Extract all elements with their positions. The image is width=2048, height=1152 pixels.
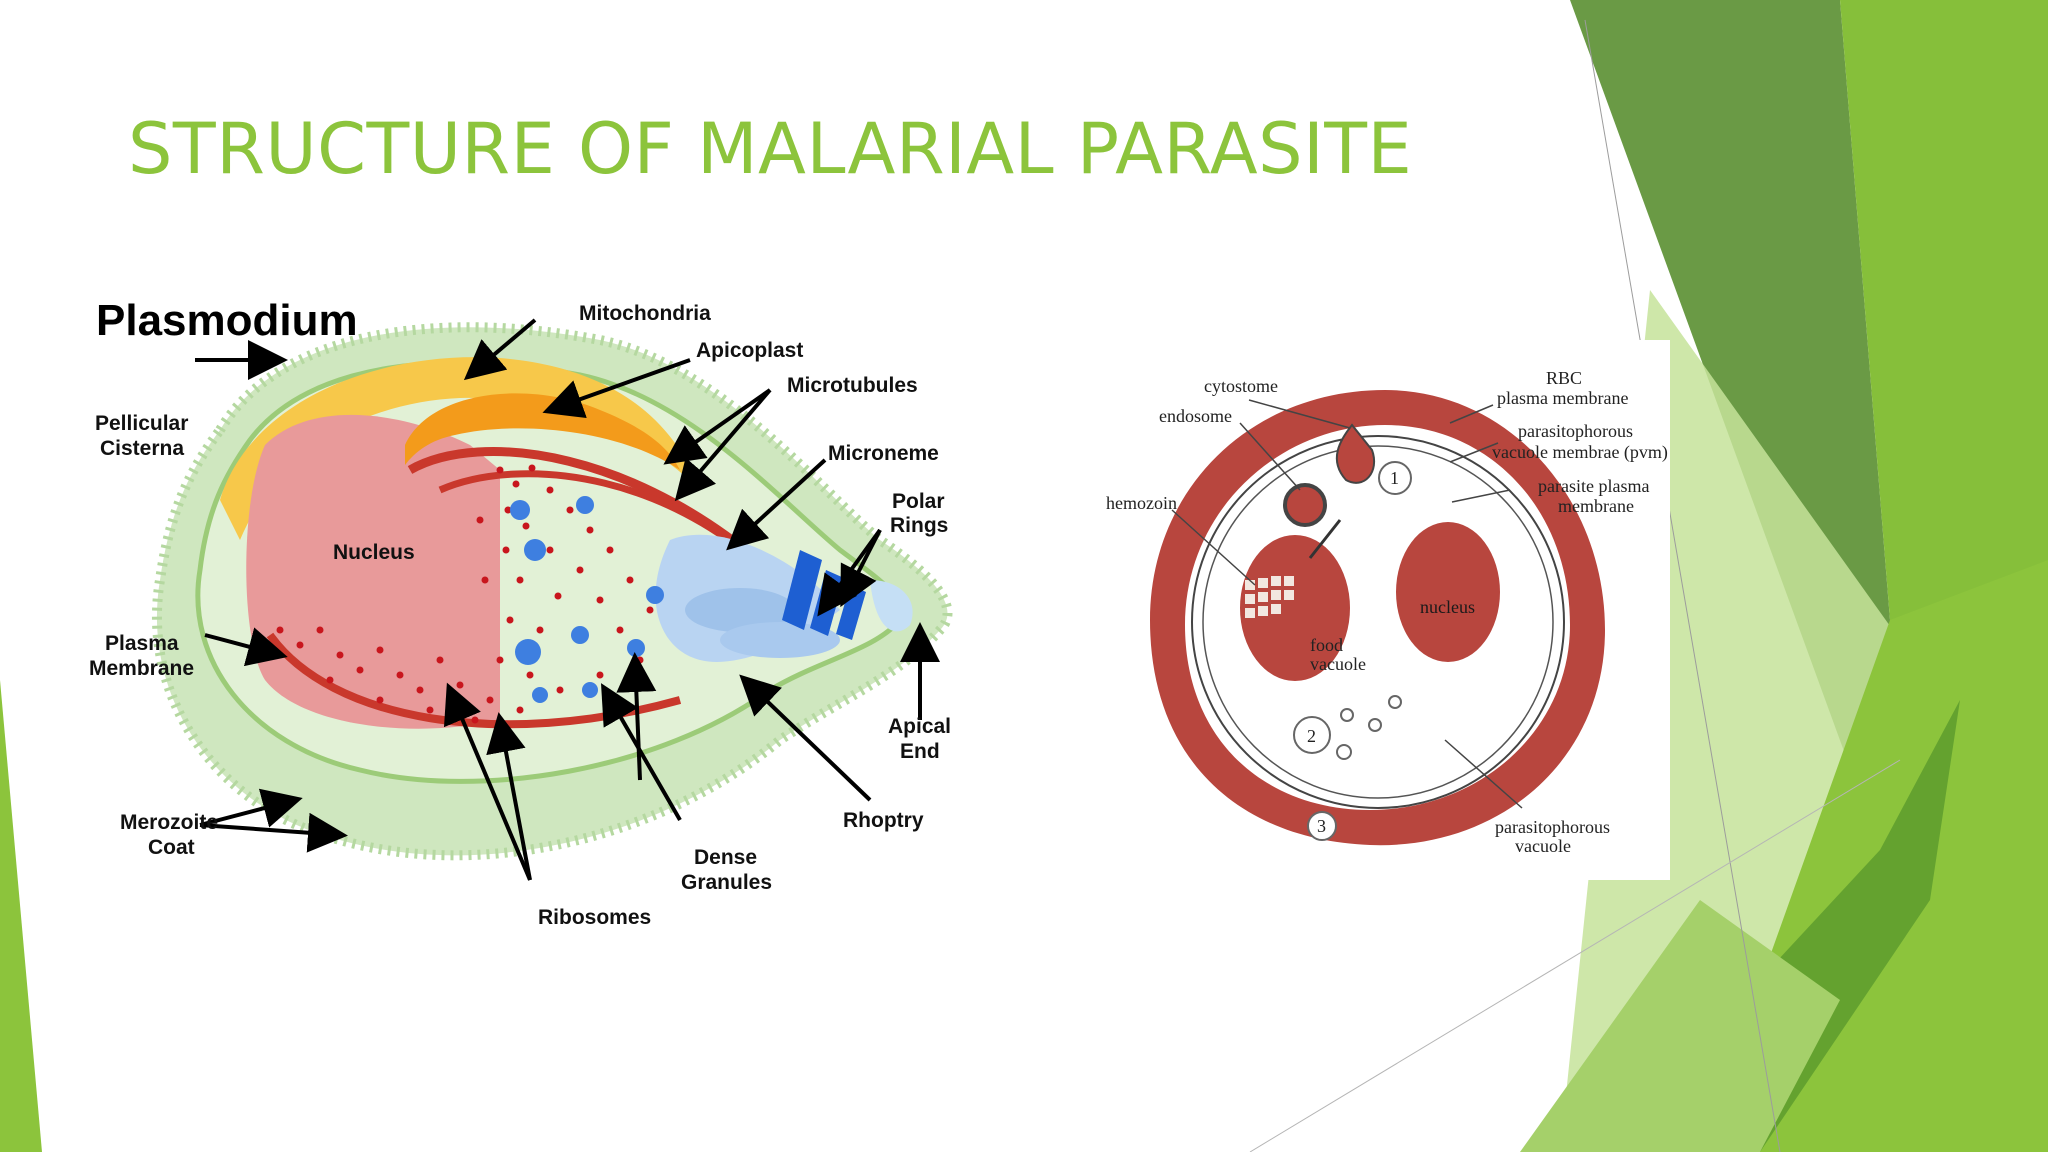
plasmodium-diagram: Plasmodium <box>89 296 953 929</box>
label-microtubules: Microtubules <box>787 374 918 397</box>
label-mitochondria: Mitochondria <box>579 302 711 325</box>
vesicle-3 <box>1388 695 1402 709</box>
apical-tip <box>870 580 913 632</box>
hemozoin <box>1245 576 1294 618</box>
food-vacuole <box>1240 535 1350 681</box>
arrow-apicoplast <box>542 358 691 419</box>
arrow-rhoptry <box>739 674 872 802</box>
endosome-arrow <box>1308 519 1342 559</box>
label-ppm-2: membrane <box>1558 496 1634 516</box>
label-dense-granules-2: Granules <box>681 871 772 894</box>
parasite-plasma-membrane <box>1202 445 1554 799</box>
arrow-dense-2 <box>616 652 657 781</box>
microneme-2 <box>720 622 840 658</box>
nucleus <box>246 414 500 729</box>
microneme <box>685 588 795 632</box>
label-dense-granules-1: Dense <box>694 846 757 869</box>
plasmodium-heading: Plasmodium <box>96 296 358 345</box>
arrow-microtubules-2 <box>674 388 772 502</box>
dense-granules <box>510 496 664 703</box>
label-merozoite-coat-1: Merozoite <box>120 811 218 834</box>
feature-2-circle <box>1293 716 1331 754</box>
label-pvm-2: vacuole membrae (pvm) <box>1492 442 1668 463</box>
arrow-ribosomes-2 <box>486 712 532 881</box>
label-microneme: Microneme <box>828 442 939 465</box>
label-merozoite-coat-2: Coat <box>148 836 195 859</box>
label-endosome: endosome <box>1159 406 1232 426</box>
label-rbc-pm-2: plasma membrane <box>1497 388 1628 408</box>
label-apical-end-2: End <box>900 740 940 763</box>
arrow-plasma <box>204 627 288 667</box>
vesicle-2 <box>1368 718 1382 732</box>
slide-title: STRUCTURE OF MALARIAL PARASITE <box>128 108 1413 190</box>
arrow-coat-2 <box>199 812 348 853</box>
label-num-2: 2 <box>1307 726 1316 746</box>
label-arrows <box>195 318 940 881</box>
label-ribosomes: Ribosomes <box>538 906 651 929</box>
label-polar-rings-1: Polar <box>892 490 945 513</box>
label-food-vacuole-1: food <box>1310 635 1343 655</box>
arrow-microtubules-1 <box>663 388 772 465</box>
rbc-parasite-diagram: cytostome endosome hemozoin RBC plasma m… <box>1100 340 1670 880</box>
label-apical-end-1: Apical <box>888 715 951 738</box>
label-plasma-membrane-2: Membrane <box>89 657 194 680</box>
feature-1-circle <box>1378 461 1412 495</box>
cytostome <box>1335 423 1376 484</box>
label-hemozoin: hemozoin <box>1106 493 1177 513</box>
apicoplast <box>405 393 680 470</box>
vesicle-4 <box>1336 744 1352 760</box>
arrow-mitochondria <box>463 318 537 381</box>
deco-line-2 <box>1249 759 1901 1152</box>
arrow-polar-2 <box>840 529 882 608</box>
label-apicoplast: Apicoplast <box>696 339 803 362</box>
label-rhoptry: Rhoptry <box>843 809 924 832</box>
polar-ring-1 <box>782 550 822 630</box>
label-pv-2: vacuole <box>1515 836 1571 856</box>
label-cytostome: cytostome <box>1204 376 1278 396</box>
label-pellicular-cisterna-2: Cisterna <box>100 437 184 460</box>
arrow-coat-1 <box>199 788 303 828</box>
endosome <box>1283 483 1327 527</box>
arrow-ribosomes-1 <box>443 682 532 881</box>
parasitophorous-vacuole <box>1191 435 1565 809</box>
arrow-microneme <box>726 458 827 551</box>
label-ppm-1: parasite plasma <box>1538 476 1649 496</box>
label-nucleus-rbc: nucleus <box>1420 597 1475 617</box>
rbc-nucleus <box>1396 522 1500 662</box>
deco-line-1 <box>1584 19 1781 1152</box>
deco-facet-mid <box>1840 0 2048 700</box>
label-pv-1: parasitophorous <box>1495 817 1610 837</box>
label-num-3: 3 <box>1317 816 1326 836</box>
label-pellicular-cisterna-1: Pellicular <box>95 412 188 435</box>
deco-left-wedge <box>0 680 42 1152</box>
rbc-leader-lines <box>1171 399 1523 809</box>
arrow-dense-1 <box>601 683 682 821</box>
label-pvm-1: parasitophorous <box>1518 421 1633 441</box>
label-nucleus: Nucleus <box>333 541 415 564</box>
vesicle-1 <box>1340 708 1354 722</box>
label-food-vacuole-2: vacuole <box>1310 654 1366 674</box>
deco-facet-pale <box>1520 900 1840 1152</box>
label-rbc-pm-1: RBC <box>1546 368 1582 388</box>
label-num-1: 1 <box>1390 468 1399 488</box>
label-polar-rings-2: Rings <box>890 514 948 537</box>
label-plasma-membrane-1: Plasma <box>105 632 179 655</box>
feature-3-circle <box>1307 811 1337 841</box>
